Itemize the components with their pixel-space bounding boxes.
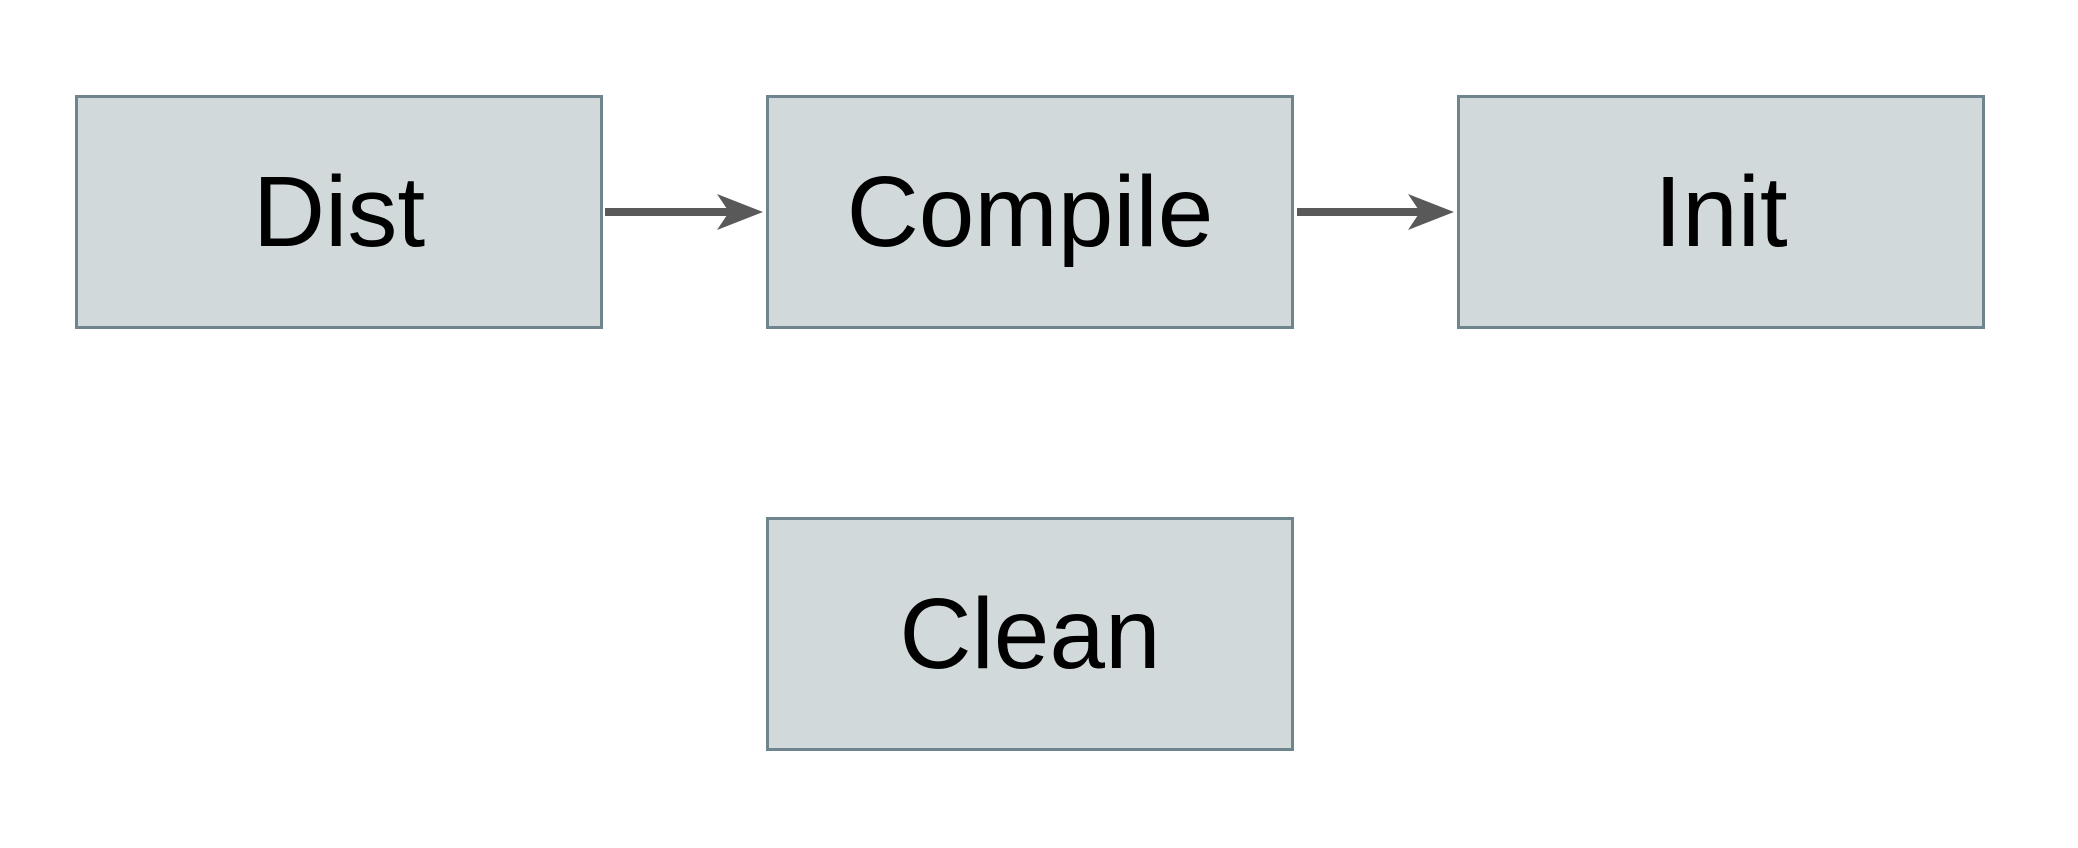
- node-dist-label: Dist: [252, 156, 426, 268]
- node-compile: Compile: [766, 95, 1294, 329]
- arrow-dist-to-compile-icon: [605, 194, 763, 230]
- node-compile-label: Compile: [846, 156, 1214, 268]
- node-clean-label: Clean: [899, 578, 1161, 690]
- arrow-compile-to-init-icon: [1297, 194, 1454, 230]
- node-dist: Dist: [75, 95, 603, 329]
- node-init: Init: [1457, 95, 1985, 329]
- arrow-head: [717, 194, 763, 230]
- arrow-head: [1408, 194, 1454, 230]
- node-init-label: Init: [1654, 156, 1788, 268]
- node-clean: Clean: [766, 517, 1294, 751]
